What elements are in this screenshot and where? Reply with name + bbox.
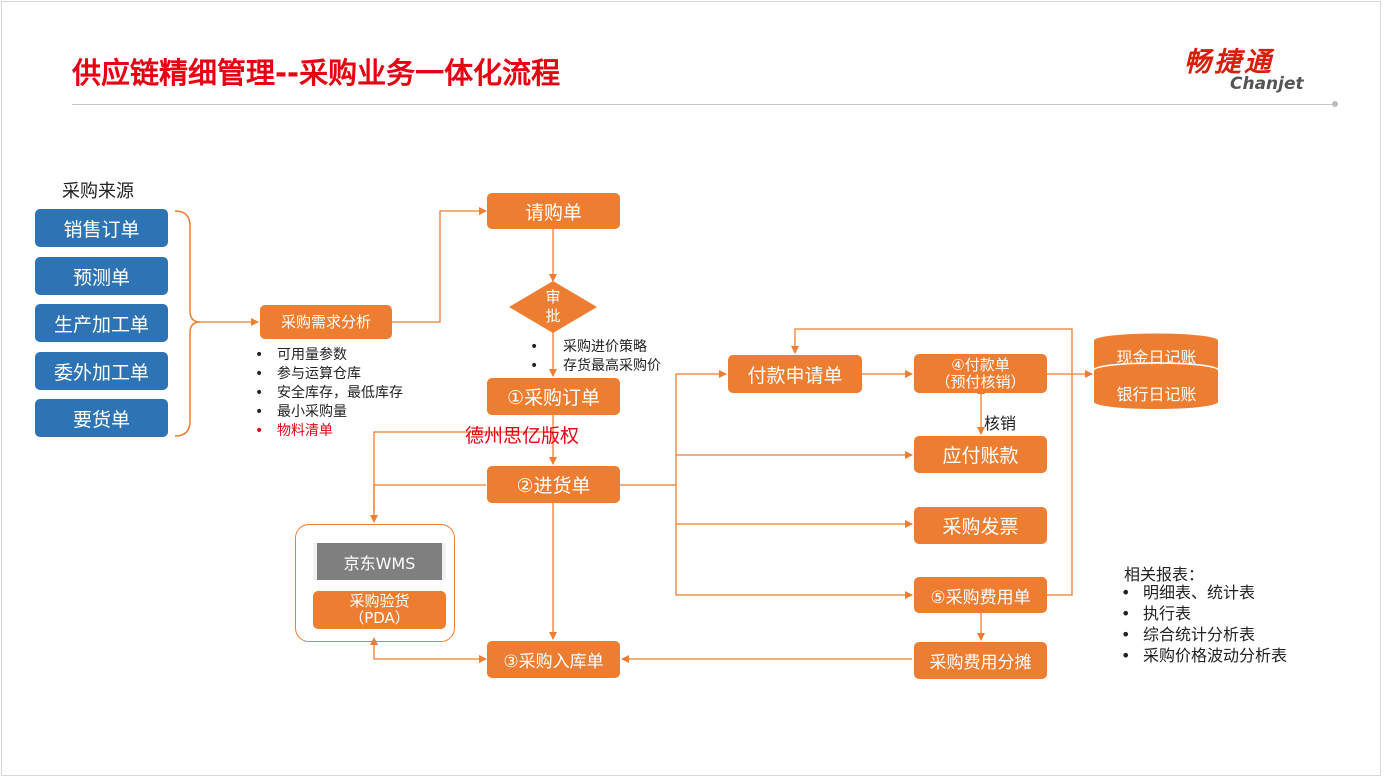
invoice-node[interactable]: 采购发票 [914,507,1047,544]
requisition-node[interactable]: 请购单 [487,193,620,229]
demand-analysis-node[interactable]: 采购需求分析 [260,305,392,339]
report-item: •明细表、统计表 [1121,583,1256,602]
approval-label: 审 批 [545,288,561,325]
header-divider-dot [1332,101,1338,107]
source-outsourcing-order[interactable]: 委外加工单 [35,352,168,390]
report-item: •综合统计分析表 [1121,625,1256,644]
source-sales-order[interactable]: 销售订单 [35,209,168,247]
demand-bullet: •最小采购量 [255,404,347,420]
source-requisition-order[interactable]: 要货单 [35,399,168,437]
sources-heading: 采购来源 [62,181,134,202]
brand-logo-chinese: 畅捷通 [1184,47,1274,78]
demand-bullet: •可用量参数 [255,347,347,363]
approval-diamond[interactable] [509,281,597,333]
header-divider [72,104,1334,105]
allocation-node[interactable]: 采购费用分摊 [914,642,1047,679]
page-title: 供应链精细管理--采购业务一体化流程 [72,56,561,90]
payment-node[interactable]: ④付款单 （预付核销） [914,354,1047,393]
cash-journal-node[interactable]: 现金日记账 [1116,348,1197,367]
copyright-watermark: 德州思亿版权 [465,425,580,447]
journal-cylinders [1093,332,1219,409]
brand-logo-english: Chanjet [1230,74,1304,94]
wms-group [295,524,455,642]
pda-inspection-node[interactable]: 采购验货 （PDA） [313,591,446,629]
payable-node[interactable]: 应付账款 [914,436,1047,473]
strategy-bullet-list: •采购进价策略 •存货最高采购价 [530,338,661,376]
demand-bullet-list: •可用量参数 •参与运算仓库 •安全库存，最低库存 •最小采购量 •物料清单 [255,346,403,441]
demand-bullet: •安全库存，最低库存 [255,385,403,401]
source-production-order[interactable]: 生产加工单 [35,304,168,342]
reports-list: •明细表、统计表 •执行表 •综合统计分析表 •采购价格波动分析表 [1121,582,1287,666]
verify-label: 核销 [984,414,1017,433]
inbound-node[interactable]: ③采购入库单 [487,641,620,678]
wms-system-node[interactable]: 京东WMS [313,543,446,580]
purchase-order-node[interactable]: ①采购订单 [487,378,620,415]
expense-node[interactable]: ⑤采购费用单 [914,577,1047,613]
demand-bullet: •参与运算仓库 [255,366,361,382]
payment-request-node[interactable]: 付款申请单 [728,355,862,393]
report-item: •采购价格波动分析表 [1121,646,1288,665]
report-item: •执行表 [1121,604,1192,623]
reports-heading: 相关报表： [1124,565,1205,584]
strategy-bullet: •采购进价策略 [530,339,647,355]
demand-bullet-highlight: •物料清单 [255,423,333,439]
bank-journal-node[interactable]: 银行日记账 [1116,385,1197,404]
receipt-node[interactable]: ②进货单 [487,466,620,503]
strategy-bullet: •存货最高采购价 [530,358,661,374]
source-forecast[interactable]: 预测单 [35,257,168,295]
